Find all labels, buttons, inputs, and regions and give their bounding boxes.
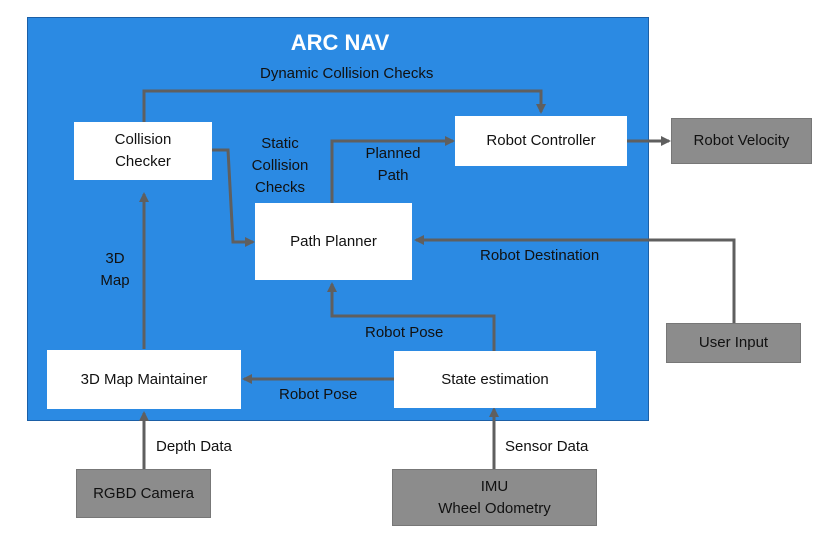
map-maintainer-label: 3D Map Maintainer	[80, 370, 208, 388]
dynamic-collision-checks-label: Dynamic Collision Checks	[260, 65, 434, 82]
imu-node: IMU Wheel Odometry	[392, 469, 597, 526]
user-input-label: User Input	[698, 334, 769, 351]
rgbd-camera-node: RGBD Camera	[76, 469, 211, 518]
arrow-robot-pose-up	[327, 282, 496, 351]
arrow-dynamic-collision-checks	[142, 89, 546, 122]
robot-pose-left-label: Robot Pose	[279, 386, 358, 403]
collision-checker-label: Collision Checker	[114, 131, 172, 170]
robot-controller-node: Robot Controller	[455, 116, 627, 166]
collision-checker-node: Collision Checker	[74, 122, 212, 180]
arrow-static-collision-checks	[210, 148, 255, 247]
diagram-title: ARC NAV	[290, 30, 390, 55]
state-estimation-node: State estimation	[394, 351, 596, 408]
static-collision-checks-label: Static Collision Checks	[251, 135, 309, 196]
imu-label: IMU Wheel Odometry	[438, 477, 551, 517]
rgbd-camera-label: RGBD Camera	[93, 484, 194, 502]
3d-map-label: 3D Map	[100, 250, 130, 289]
map-maintainer-node: 3D Map Maintainer	[47, 350, 241, 409]
planned-path-label: Planned Path	[365, 145, 421, 184]
robot-pose-up-label: Robot Pose	[365, 324, 444, 341]
state-estimation-label: State estimation	[441, 370, 549, 388]
robot-velocity-node: Robot Velocity	[671, 118, 812, 164]
robot-destination-label: Robot Destination	[480, 247, 600, 264]
depth-data-label: Depth Data	[156, 438, 232, 455]
arrow-planned-path	[330, 136, 455, 203]
path-planner-node: Path Planner	[255, 203, 412, 280]
sensor-data-label: Sensor Data	[505, 438, 589, 455]
robot-controller-label: Robot Controller	[486, 132, 596, 149]
arrow-robot-destination	[414, 235, 736, 323]
path-planner-label: Path Planner	[290, 232, 377, 250]
robot-velocity-label: Robot Velocity	[693, 132, 790, 149]
user-input-node: User Input	[666, 323, 801, 363]
